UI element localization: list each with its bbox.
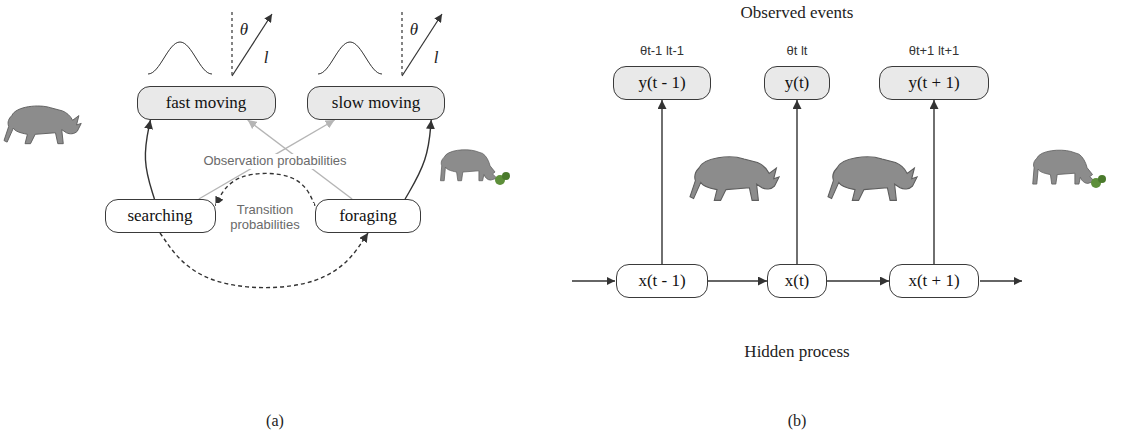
angle-length-symbol [232, 12, 442, 78]
observation-box: fast moving [137, 86, 276, 120]
connector-arrow [827, 280, 889, 281]
node-text: searching [127, 207, 192, 226]
node-text: foraging [339, 207, 397, 226]
edge-group-label: Transition probabilities [216, 203, 314, 233]
node-text: x(t - 1) [638, 272, 685, 291]
connector-arrow [160, 233, 368, 288]
node-text: y(t + 1) [908, 74, 959, 93]
edge-group-label: Observation probabilities [200, 154, 349, 169]
panel-label: (b) [788, 412, 807, 430]
connector-arrow [145, 120, 154, 199]
state-box: foraging [315, 199, 421, 233]
state-box: x(t + 1) [889, 264, 979, 298]
node-text: y(t) [785, 74, 810, 93]
observation-box: y(t) [764, 66, 830, 100]
observation-box: y(t - 1) [613, 66, 711, 100]
node-text: x(t) [785, 272, 810, 291]
connector-arrow [796, 100, 797, 264]
parameter-label: θt-1 lt-1 [640, 44, 684, 59]
connector-arrow [216, 173, 316, 205]
parameter-label: θt lt [787, 44, 808, 59]
observation-box: y(t + 1) [879, 66, 989, 100]
connector-arrow [405, 120, 431, 199]
connector-arrow [933, 100, 934, 264]
rhino-illustration [4, 106, 1106, 200]
state-box: x(t - 1) [616, 264, 708, 298]
parameter-label: θt+1 lt+1 [909, 44, 960, 59]
node-text: x(t + 1) [908, 272, 959, 291]
node-text: fast moving [166, 94, 247, 113]
observation-box: slow moving [307, 86, 445, 120]
angle-symbol: θ [410, 20, 418, 40]
connector-arrow [661, 100, 662, 264]
row-heading: Hidden process [744, 342, 849, 362]
state-box: x(t) [767, 264, 827, 298]
angle-symbol: θ [240, 20, 248, 40]
row-heading: Observed events [741, 3, 854, 23]
node-text: y(t - 1) [638, 74, 685, 93]
connector-arrow [708, 280, 767, 281]
length-symbol: l [264, 48, 269, 68]
node-text: slow moving [332, 94, 420, 113]
length-symbol: l [434, 48, 439, 68]
gaussian-curve [148, 42, 382, 74]
state-box: searching [105, 199, 216, 233]
panel-label: (a) [266, 412, 284, 430]
